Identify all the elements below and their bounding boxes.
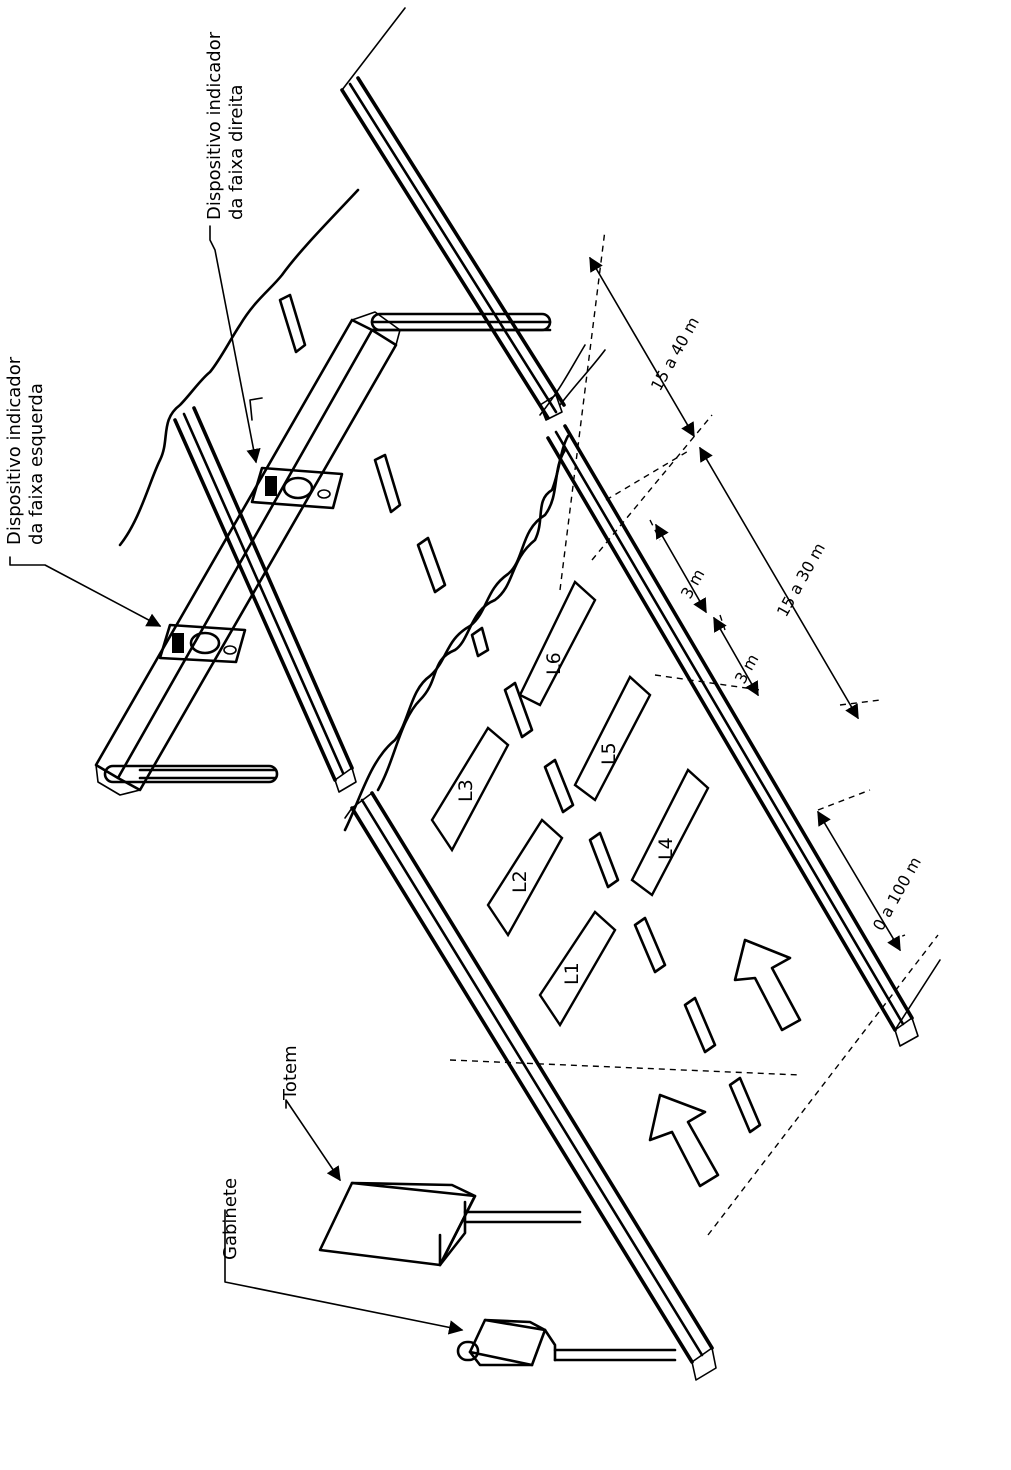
right-indicator-device <box>250 466 344 510</box>
dimension-label-0-100: 0 a 100 m <box>869 854 925 934</box>
loop-l1: L1 <box>538 910 617 1028</box>
loop-label-l4: L4 <box>655 837 677 860</box>
direction-arrow-left-lane <box>648 1093 720 1188</box>
right-indicator-label-line-2: da faixa direita <box>226 84 247 220</box>
gantry <box>94 311 552 796</box>
loop-l3: L3 <box>430 726 510 853</box>
leader-lines <box>9 225 464 1335</box>
totem-label: Totem <box>280 1045 301 1101</box>
right-indicator-label-line-1: Dispositivo indicador <box>204 31 225 220</box>
cabinet <box>456 1318 677 1367</box>
left-indicator-label-line-1: Dispositivo indicador <box>4 356 25 545</box>
loop-l4: L4 <box>630 768 710 897</box>
loop-l6: L6 <box>518 580 597 707</box>
direction-arrow-right-lane <box>733 938 802 1032</box>
loop-label-l6: L6 <box>543 652 565 675</box>
dimension-label-15-30: 15 a 30 m <box>773 540 829 620</box>
loop-label-l3: L3 <box>455 779 477 802</box>
loop-label-l1: L1 <box>561 962 583 985</box>
road-break-lines <box>118 188 606 832</box>
loop-label-l2: L2 <box>509 870 531 893</box>
road-near-edge <box>344 791 717 1381</box>
upper-lane-stripes <box>278 293 490 658</box>
lane-dashes <box>503 681 762 1134</box>
dimension-lines <box>589 256 901 952</box>
dimension-label-15-40: 15 a 40 m <box>647 314 703 394</box>
road-far-edge-upper <box>340 7 566 421</box>
road-near-edge-upper <box>173 406 357 793</box>
loop-l2: L2 <box>486 818 564 938</box>
loop-label-l5: L5 <box>598 742 620 765</box>
left-indicator-label-line-2: da faixa esquerda <box>26 383 47 545</box>
left-indicator-device <box>158 623 247 664</box>
cabinet-label: Gabinete <box>220 1178 241 1260</box>
totem <box>318 1181 582 1267</box>
loop-l5: L5 <box>573 675 652 802</box>
